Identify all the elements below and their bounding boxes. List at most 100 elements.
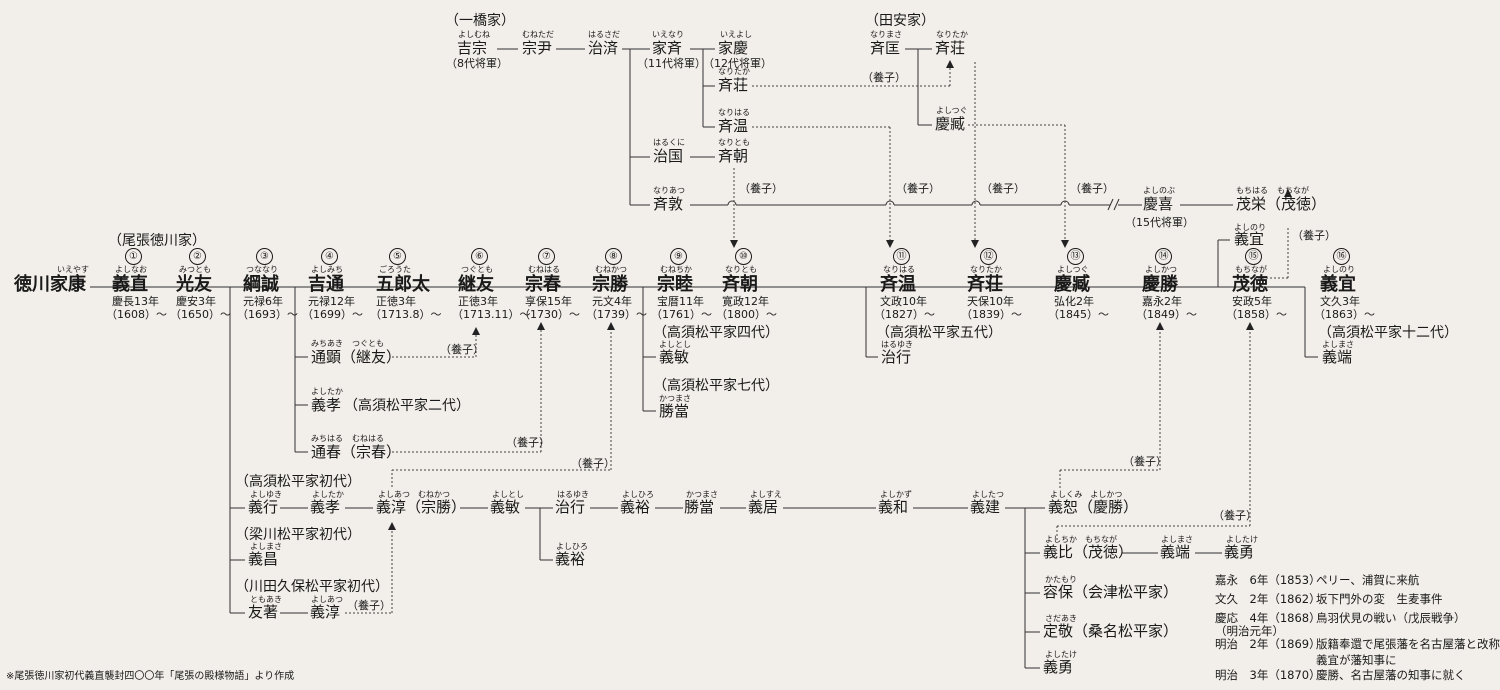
nariharu-h-ruby: なりはる [718,108,750,117]
ienari-name: 家斉 [652,39,683,57]
lord-era: 安政5年 [1232,295,1272,308]
takasu-name: 治行 [555,498,586,516]
adoption-label: （養子） [1070,182,1114,195]
lord-name: 斉温 [880,274,916,295]
lord-era: 元禄6年 [243,295,283,308]
katamori-ruby: かたもり [1045,575,1077,584]
event-text: 鳥羽伏見の戦い（戊辰戦争） [1316,611,1466,625]
yoshimune-note: （8代将軍） [446,57,508,70]
lord-year: （1713.11）〜 [452,308,531,321]
mochiharu-ruby2: もちなが [1277,186,1309,195]
lord-year: （1699）〜 [302,308,363,321]
adoption-label: （養子） [347,599,391,612]
katamori-name: 容保（会津松平家） [1043,583,1179,601]
yoshitake2-ruby: よしたけ [1045,650,1077,659]
takasu-name: 義敏 [490,498,521,516]
lord-year: （1858）〜 [1226,308,1287,321]
event-era: 嘉永 6年（1853） [1215,573,1321,587]
lord-era: 弘化2年 [1054,295,1094,308]
takasu-name: 義居 [748,498,779,516]
lord-name: 茂徳 [1232,274,1268,295]
lord-ruby: みつとも [179,265,211,274]
takasu-name: 義恕（慶勝） [1048,498,1139,516]
ieyasu-name: 徳川家康 [14,274,86,295]
lord-ruby: つぐとも [461,265,493,274]
tayasu-label: （田安家） [865,13,935,29]
lord-name: 宗勝 [592,274,628,295]
yoshitsugu-t-ruby: よしつぐ [936,106,968,115]
lord-number: ⑧ [605,248,622,265]
takasu12-label: （高須松平家十二代） [1318,325,1458,341]
event-text: ペリー、浦賀に来航 [1316,573,1420,587]
lord-name: 宗春 [525,274,561,295]
kawada-ruby2: よしあつ [311,595,343,604]
lord-name: 斉荘 [967,274,1003,295]
ieyoshi-ruby: いえよし [720,30,752,39]
takasu5-ruby: はるゆき [881,340,913,349]
lord-ruby: よしみち [311,265,343,274]
michiharu-ruby1: みちはる [311,434,343,443]
yoshitaka2-ruby: よしたか [311,387,343,396]
event-era: 慶応 4年（1868） [1215,611,1321,625]
lord-number: ⑮ [1245,248,1262,265]
munetada-ruby: むねただ [522,30,554,39]
lord-ruby: つななり [246,265,278,274]
lord-number: ⑬ [1067,248,1084,265]
yoshitake-ruby: よしたけ [1226,535,1258,544]
takasu-ruby: よしかず [880,490,912,499]
lord-name: 宗睦 [657,274,693,295]
event-era: 明治 2年（1869） [1215,637,1321,651]
yoshichika-name: 義比（茂徳） [1043,543,1134,561]
lord-ruby: よしかつ [1145,265,1177,274]
event-era: 文久 2年（1862） [1215,592,1321,606]
lord-ruby: よしのり [1323,265,1355,274]
takasu-ruby: はるゆき [557,490,589,499]
takasu-ruby: よしひろ [622,490,654,499]
harusada-ruby: はるさだ [588,30,620,39]
yoshihiro2-ruby: よしひろ [556,542,588,551]
takasu-ruby: かつまさ [686,490,718,499]
lord-year: （1800）〜 [716,308,777,321]
lord-ruby: なりとも [725,265,757,274]
event-text: 義宜が藩知事に [1316,653,1397,667]
lord-era: 慶長13年 [112,295,159,308]
lord-number: ② [189,248,206,265]
lord-name: 吉通 [308,274,344,295]
lord-year: （1827）〜 [874,308,935,321]
lord-name: 慶臧 [1054,274,1090,295]
takasu1-label: （高須松平家初代） [235,474,361,490]
lord-era: 文久3年 [1320,295,1360,308]
takasu4-label: （高須松平家四代） [653,325,779,341]
lord-era: 嘉永2年 [1142,295,1182,308]
yoshimasa-ruby: よしまさ [1161,535,1193,544]
yoshimune-name: 吉宗 [457,39,488,57]
lord-year: （1845）〜 [1048,308,1109,321]
mochiharu-name: 茂栄（茂徳） [1236,195,1327,213]
lord-ruby: むねちか [660,265,692,274]
lord-number: ⑥ [471,248,488,265]
naritaka-t-ruby: なりたか [936,30,968,39]
yanagawa-ruby: よしまさ [250,542,282,551]
lord-year: （1693）〜 [237,308,298,321]
takasu-name: 義淳（宗勝） [376,498,467,516]
harusada-name: 治済 [588,39,619,57]
adoption-label: （養子） [1213,509,1257,522]
adoption-label: （養子） [981,182,1025,195]
lord-name: 光友 [176,274,212,295]
lord-number: ⑨ [670,248,687,265]
adoption-label: （養子） [571,457,615,470]
takasu12-ruby: よしまさ [1322,340,1354,349]
event-text: 坂下門外の変 生麦事件 [1316,592,1443,606]
naritaka-h-ruby: なりたか [718,67,750,76]
lord-year: （1608）〜 [106,308,167,321]
ieyasu-ruby: いえやす [57,265,89,274]
lord-number: ③ [256,248,273,265]
naritomo-h-ruby: なりとも [718,138,750,147]
lord-number: ① [125,248,142,265]
lord-ruby: よしなお [115,265,147,274]
takasu-name: 義孝 [310,498,341,516]
yoshichika-ruby: よしちか もちなが [1045,535,1117,544]
takasu-name: 義和 [878,498,909,516]
adoption-label: （養子） [896,182,940,195]
lord-name: 五郎太 [376,274,430,295]
